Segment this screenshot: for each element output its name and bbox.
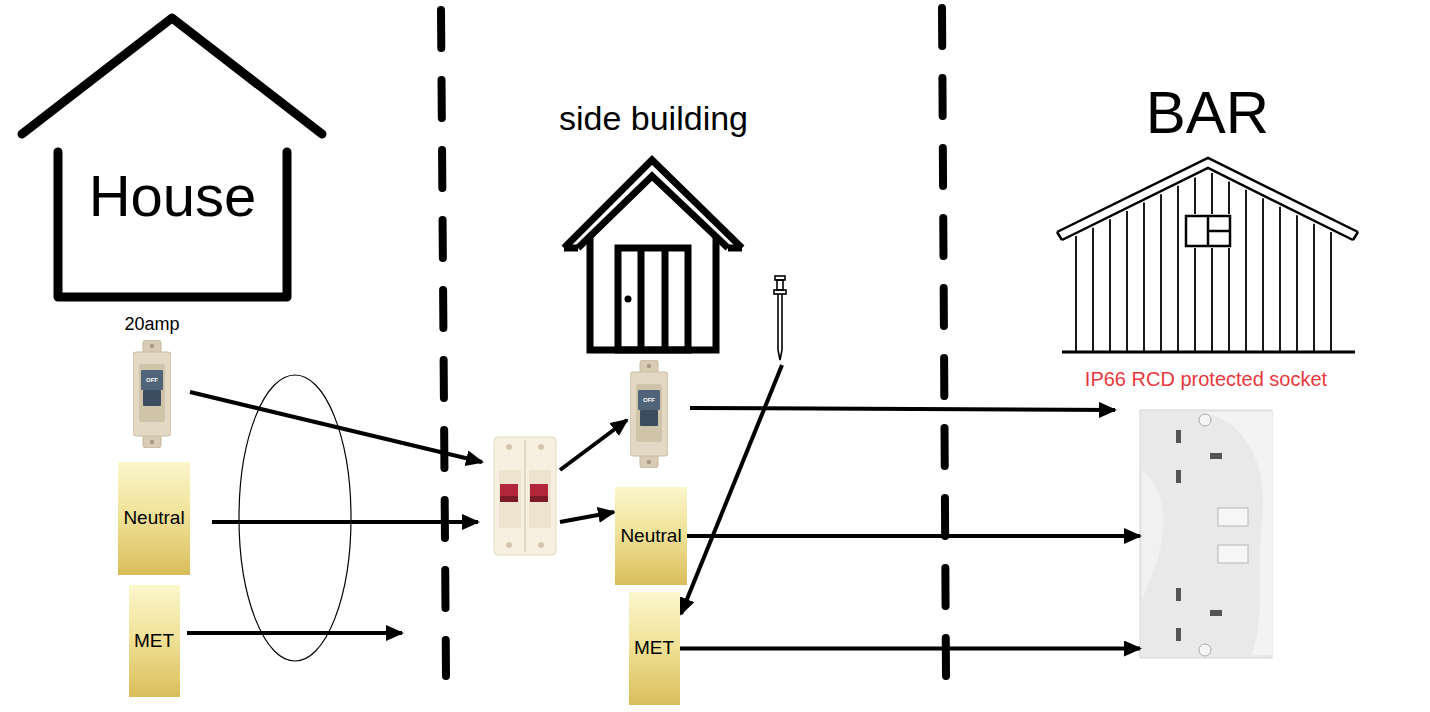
node-heading: 20amp: [124, 315, 179, 335]
boundary-line: [942, 8, 946, 676]
node-label: Neutral: [620, 526, 681, 547]
switch-label: OFF: [146, 377, 158, 383]
barn-outline: [1057, 158, 1358, 352]
node-label: MET: [134, 631, 174, 652]
node-label: MET: [634, 638, 674, 659]
side-building-box: side building: [562, 157, 745, 352]
met-bar: MET: [129, 585, 180, 697]
node-heading: IP66 RCD protected socket: [1085, 368, 1327, 390]
neutral-bar: Neutral: [118, 462, 190, 575]
house-outline: [22, 18, 322, 297]
node-heading: side building: [559, 100, 748, 137]
neutral-bar: Neutral: [615, 487, 687, 585]
house-box: House: [58, 150, 287, 297]
node-heading: BAR: [1146, 80, 1269, 146]
wire-connector: [687, 534, 1140, 538]
breaker-symbol: [133, 340, 171, 448]
isolator-switch: [494, 437, 556, 555]
node-label: Neutral: [123, 508, 184, 529]
socket-symbol: [1140, 410, 1272, 658]
side-building-icon: [564, 160, 742, 350]
wire-connector: [680, 647, 1141, 651]
bar-building-box: BAR: [1057, 158, 1358, 352]
node-label: House: [89, 164, 257, 228]
breaker-box: 20amp: [133, 340, 171, 448]
met-bar: MET: [629, 592, 680, 705]
boundary-line: [441, 10, 446, 676]
ground-rod: [774, 276, 786, 360]
barn-planks: [1076, 173, 1331, 351]
door-knob: [625, 296, 632, 303]
socket-box: IP66 RCD protected socket: [1140, 410, 1272, 658]
switch-label: OFF: [643, 397, 655, 403]
breaker-symbol: [630, 360, 668, 468]
